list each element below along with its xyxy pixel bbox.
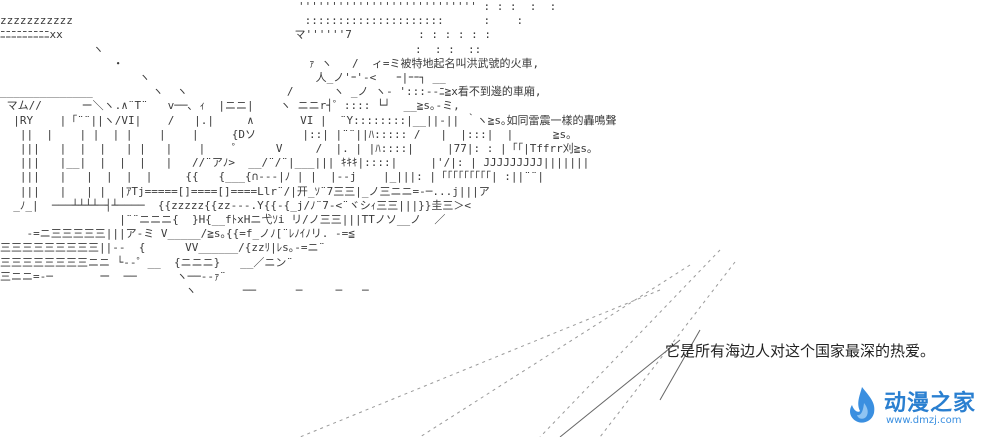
ascii-art-train: ''''''''''''''''''''''''''' : : : : : zz… xyxy=(0,0,617,298)
narration-caption: 它是所有海边人对这个国家最深的热爱。 xyxy=(665,342,936,360)
watermark-url: www.dmzj.com xyxy=(886,415,962,426)
site-watermark: 动漫之家 www.dmzj.com xyxy=(844,383,994,433)
flame-logo-icon xyxy=(850,387,875,423)
watermark-name: 动漫之家 xyxy=(884,391,977,416)
